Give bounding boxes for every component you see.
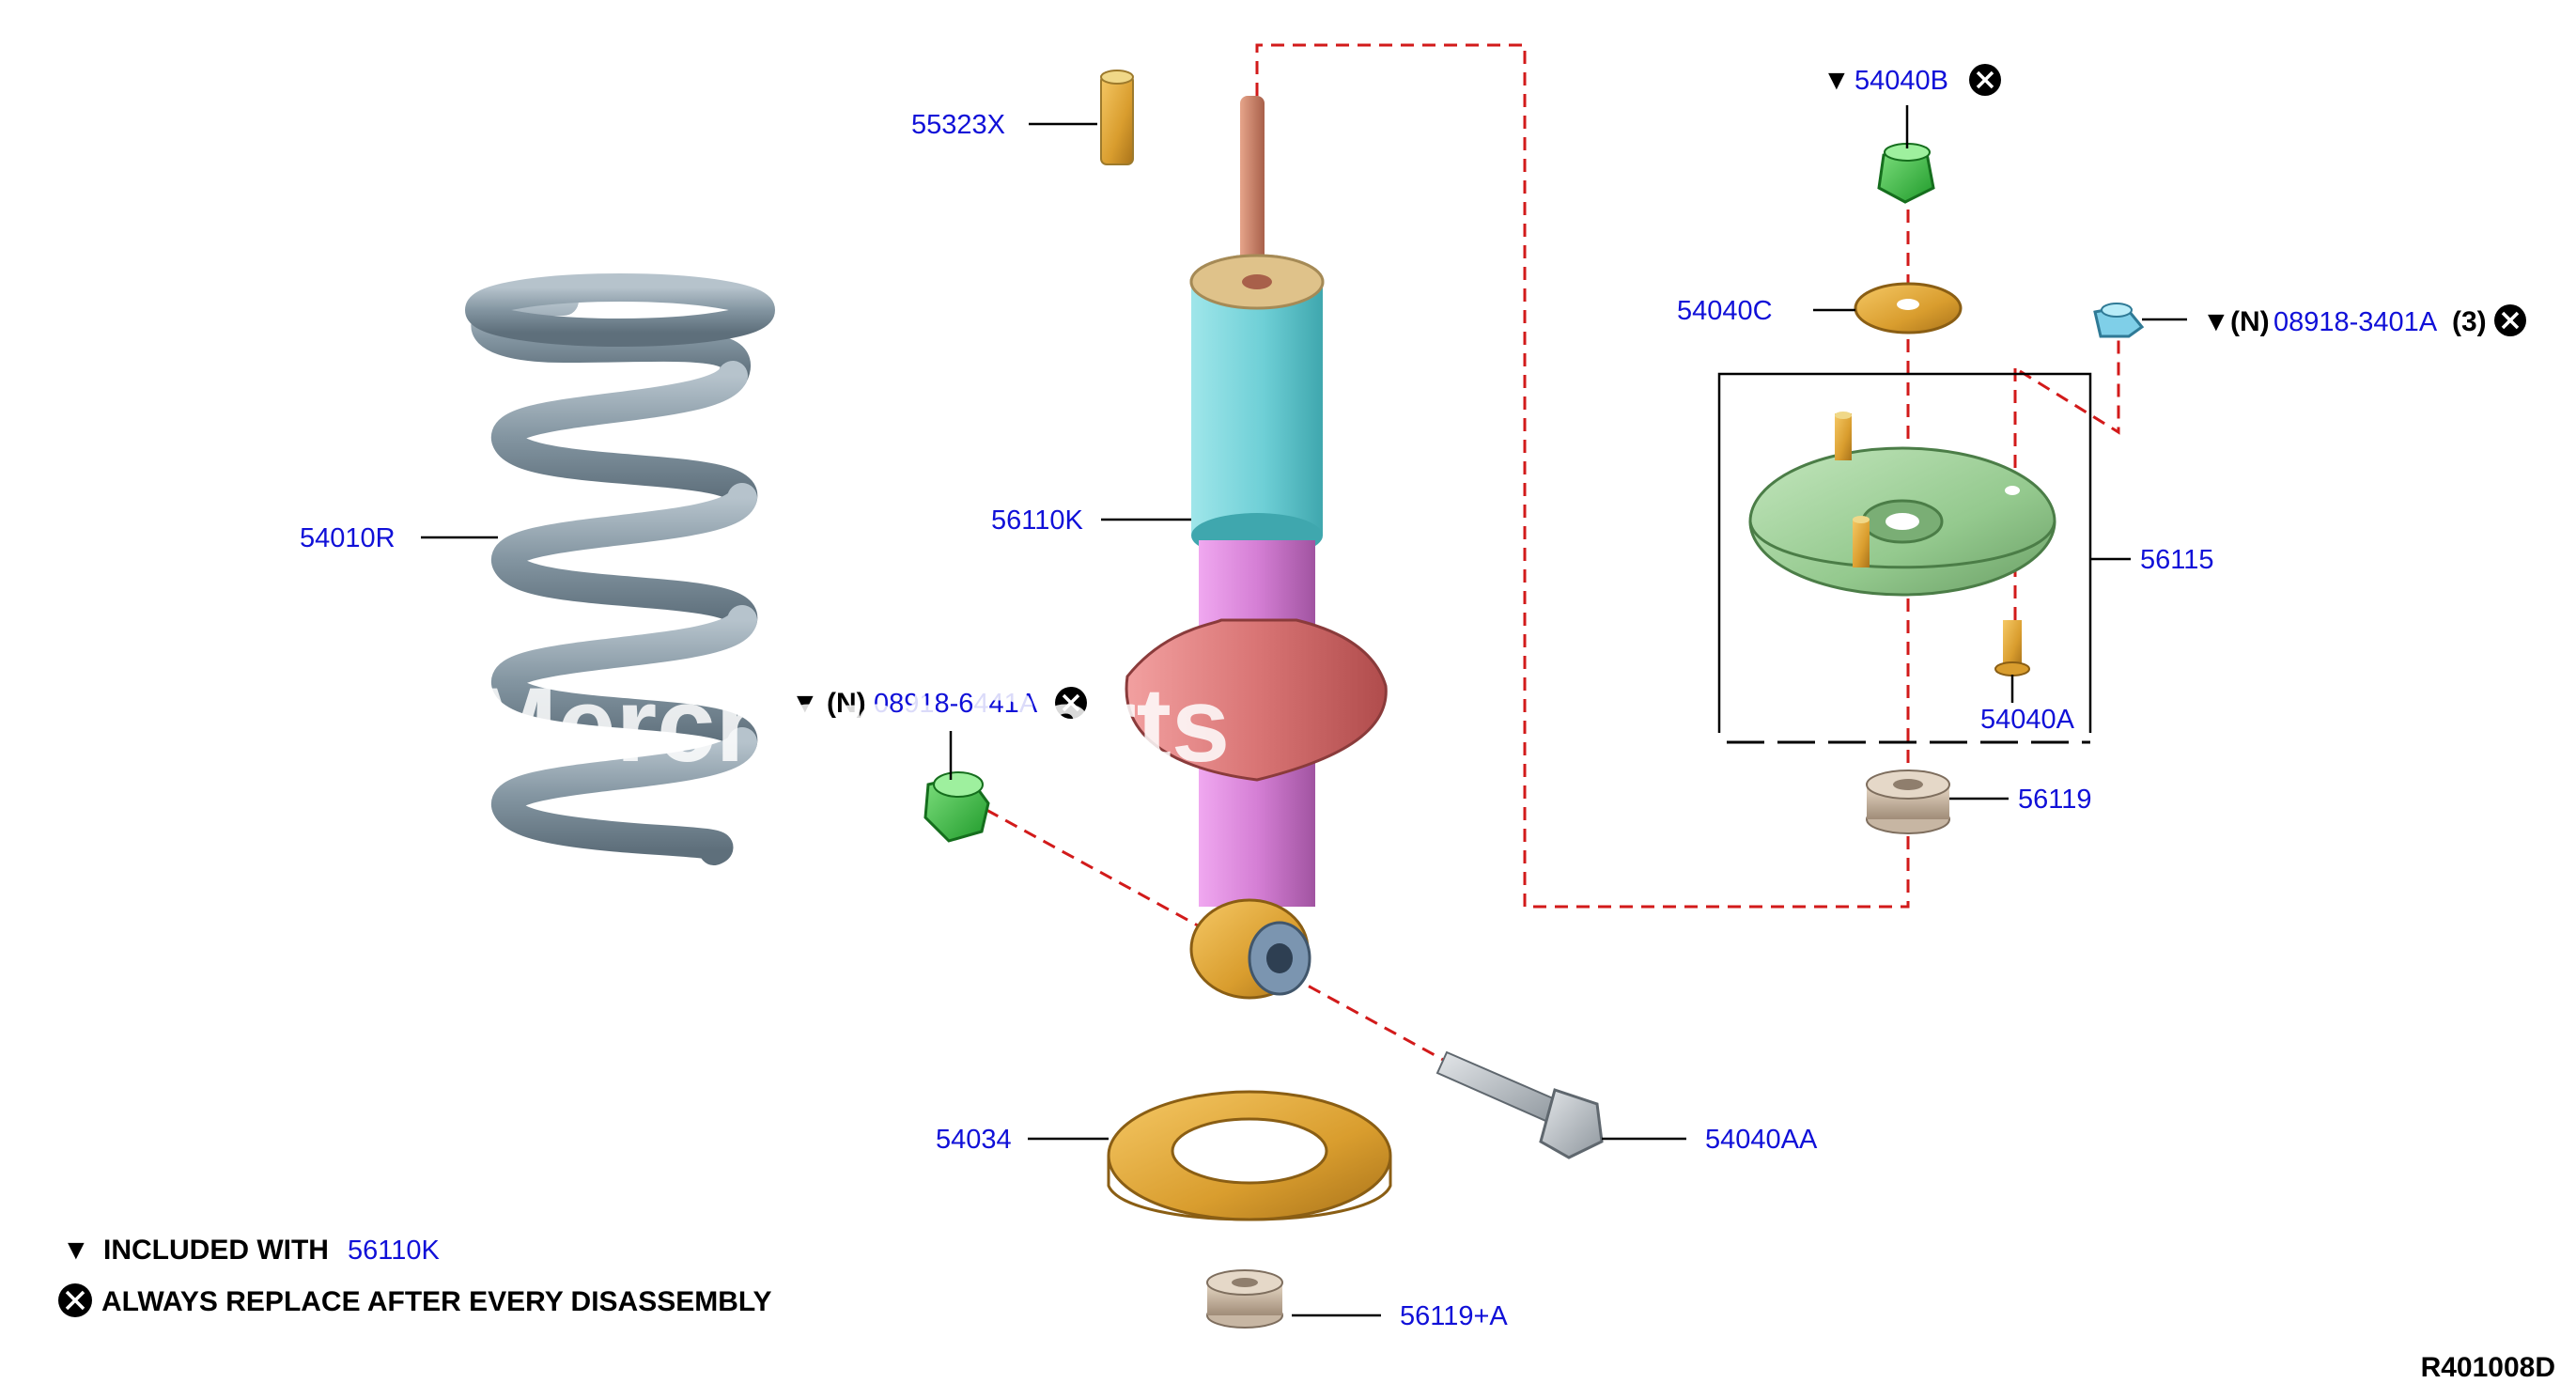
- included-with-marker: ▼: [791, 688, 819, 719]
- callout-08918-3401a[interactable]: 08918-3401A: [2273, 307, 2438, 337]
- callout-55323x[interactable]: 55323X: [911, 110, 1005, 140]
- legend-included-part[interactable]: 56110K: [348, 1236, 440, 1266]
- callout-54040b[interactable]: 54040B: [1854, 66, 1948, 96]
- lower-nut-part: [923, 771, 990, 843]
- upper-bump-rubber-part: [1866, 769, 1950, 834]
- legend-always-replace: ALWAYS REPLACE AFTER EVERY DISASSEMBLY: [101, 1286, 771, 1317]
- callout-56119[interactable]: 56119: [2018, 785, 2092, 815]
- replace-icon-lower: [1055, 687, 1087, 719]
- callout-56119a[interactable]: 56119+A: [1400, 1301, 1508, 1331]
- leader-lines: [421, 105, 2187, 1317]
- callout-08918-6441a[interactable]: 08918-6441A: [874, 689, 1038, 719]
- legend-triangle-icon: ▼: [62, 1235, 90, 1266]
- strut-mount-group: [1717, 372, 2092, 744]
- callout-labels: 55323X 54010R 56110K ▼ (N) 08918-6441A 5…: [300, 64, 2526, 1331]
- included-with-marker-top: ▼: [1823, 65, 1851, 96]
- lower-bump-rubber-part: [1206, 1269, 1283, 1329]
- legend-included-with: INCLUDED WITH: [103, 1235, 329, 1266]
- lower-bolt-part: [1435, 1050, 1604, 1159]
- quantity-mark: (3): [2452, 306, 2487, 337]
- bump-stop-part: [1100, 70, 1134, 165]
- callout-54040a[interactable]: 54040A: [1980, 705, 2075, 735]
- n-mark-lower: (N): [827, 688, 866, 719]
- top-nut-part: [1877, 143, 1935, 204]
- replace-icon-flange: [2494, 304, 2526, 336]
- coil-spring: [465, 273, 775, 865]
- callout-54034[interactable]: 54034: [936, 1125, 1012, 1155]
- lower-spring-seat-part: [1107, 1090, 1392, 1221]
- callout-54010r[interactable]: 54010R: [300, 523, 396, 553]
- callout-56110k[interactable]: 56110K: [991, 505, 1083, 536]
- replace-icon-top-nut: [1969, 64, 2001, 96]
- callout-56115[interactable]: 56115: [2140, 545, 2214, 575]
- legend-replace-icon: [58, 1283, 92, 1317]
- callout-54040aa[interactable]: 54040AA: [1705, 1125, 1818, 1155]
- shock-absorber: [1125, 96, 1388, 1000]
- washer-part: [1854, 282, 1963, 334]
- included-with-marker-flange: ▼: [2202, 306, 2230, 337]
- legend: ▼ INCLUDED WITH 56110K ALWAYS REPLACE AF…: [58, 1235, 771, 1317]
- flange-nut-part: [2093, 303, 2145, 338]
- n-mark-flange: (N): [2230, 306, 2270, 337]
- diagram-code: R401008D: [2421, 1352, 2555, 1383]
- watermark-text: Merchant Parts: [470, 666, 1230, 784]
- callout-54040c[interactable]: 54040C: [1677, 296, 1773, 326]
